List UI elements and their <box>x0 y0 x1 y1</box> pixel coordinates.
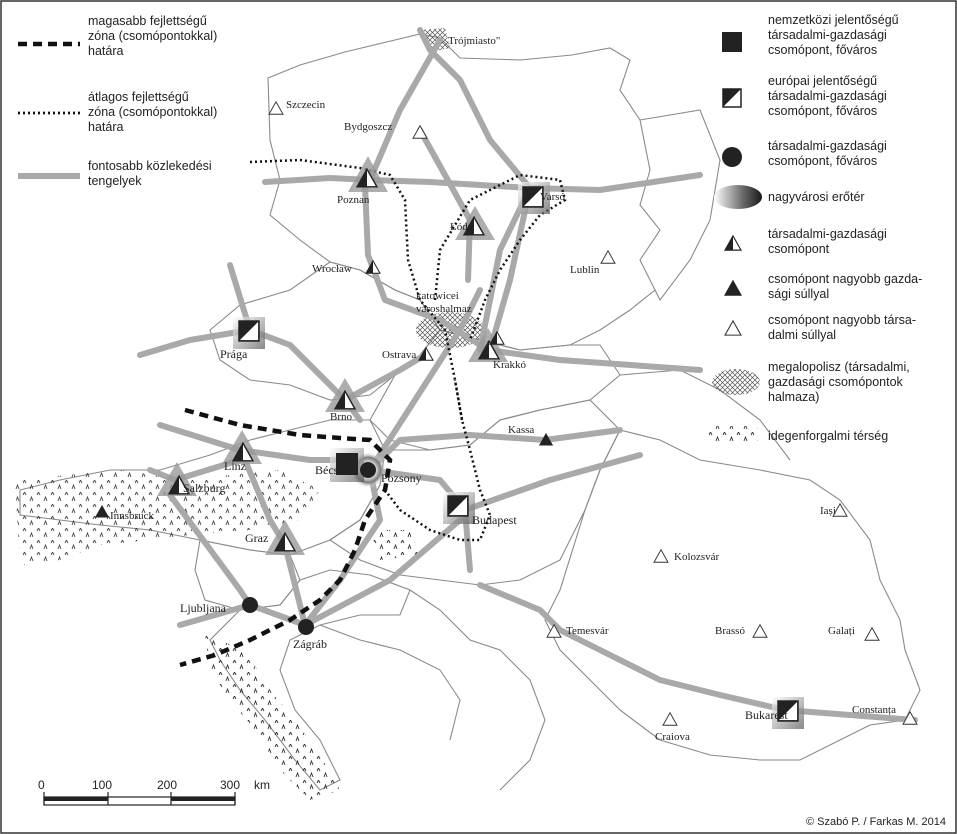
legend-tourism-icon <box>708 426 758 444</box>
legend-tourism-1: idegenforgalmi térség <box>768 429 888 443</box>
legend-avg-zone-1: átlagos fejlettségű <box>88 90 189 104</box>
legend-capital-1: társadalmi-gazdasági <box>768 139 887 153</box>
becs-symbol <box>330 448 364 482</box>
bukarest-symbol <box>772 697 804 729</box>
label-praga: Prága <box>220 347 248 361</box>
label-lodz: Łódź <box>450 221 473 233</box>
brno-symbol <box>325 378 365 412</box>
legend-urban-field-1: nagyvárosi erőtér <box>768 190 865 204</box>
label-katowicei-2: városhalmaz <box>416 303 472 315</box>
scale-label-200: 200 <box>157 778 177 792</box>
city-labels: Trójmiasto" Szczecin Bydgoszcz Poznan Va… <box>110 35 896 743</box>
label-constanta: Constanța <box>852 704 896 716</box>
legend-social-2: dalmi súllyal <box>768 328 836 342</box>
legend-megalopolis-1: megalopolisz (társadalmi, <box>768 360 910 374</box>
praga-symbol <box>233 317 265 349</box>
legend-megalopolis-3: halmaza) <box>768 390 819 404</box>
legend-intl-2: társadalmi-gazdasági <box>768 28 887 42</box>
legend-capital-2: csomópont, főváros <box>768 154 877 168</box>
label-temesvar: Temesvár <box>566 625 609 637</box>
legend-high-zone-2: zóna (csomópontokkal) <box>88 29 217 43</box>
poznan-symbol <box>348 156 388 192</box>
legend-transport-2: tengelyek <box>88 174 142 188</box>
legend-euro-3: csomópont, főváros <box>768 104 877 118</box>
salzburg-symbol <box>157 462 197 496</box>
legend-euro-2: társadalmi-gazdasági <box>768 89 887 103</box>
label-linz: Linz <box>224 459 246 473</box>
legend-avg-zone-2: zóna (csomópontokkal) <box>88 105 217 119</box>
scale-label-100: 100 <box>92 778 112 792</box>
legend-capital-node-icon <box>722 147 742 167</box>
label-graz: Graz <box>245 531 268 545</box>
legend-urban-field-icon <box>714 185 762 209</box>
map-credit: © Szabó P. / Farkas M. 2014 <box>806 816 946 828</box>
varso-symbol <box>518 182 550 214</box>
scale-label-300: 300 <box>220 778 240 792</box>
label-budapest: Budapest <box>472 513 517 527</box>
label-poznan: Poznan <box>337 194 370 206</box>
scale-unit: km <box>254 778 270 792</box>
budapest-symbol <box>443 492 475 524</box>
label-bydgoszcz: Bydgoszcz <box>344 121 392 133</box>
legend-high-zone-3: határa <box>88 44 123 58</box>
label-lublin: Lublin <box>570 264 600 276</box>
pozsony-symbol <box>360 462 376 478</box>
label-brno: Brno <box>330 411 353 423</box>
legend-megalopolis-2: gazdasági csomópontok <box>768 375 904 389</box>
label-szczecin: Szczecin <box>286 99 326 111</box>
lodz-symbol <box>455 206 495 240</box>
city-symbols <box>95 101 918 729</box>
legend-megalopolis-icon <box>712 369 760 395</box>
label-innsbruck: Innsbruck <box>110 510 154 522</box>
legend-right: nemzetközi jelentőségű társadalmi-gazdas… <box>708 13 922 444</box>
label-salzburg: Salzburg <box>183 481 225 495</box>
label-brasso: Brassó <box>715 625 745 637</box>
label-varso: Varsó <box>540 191 566 203</box>
zagrab-symbol <box>298 619 314 635</box>
label-katowicei-1: katowicei <box>416 290 459 302</box>
ljubljana-symbol <box>242 597 258 613</box>
legend-left: magasabb fejlettségű zóna (csomópontokka… <box>18 14 217 188</box>
legend-social-1: csomópont nagyobb társa- <box>768 313 916 327</box>
label-zagrab: Zágráb <box>293 637 327 651</box>
label-trojmiasto: Trójmiasto" <box>448 35 500 47</box>
legend-node-1: társadalmi-gazdasági <box>768 227 887 241</box>
legend-econ-2: sági súllyal <box>768 287 829 301</box>
tourism-regions <box>15 470 420 800</box>
legend-euro-node-icon <box>722 88 742 108</box>
legend-intl-node-icon <box>722 32 742 52</box>
legend-high-zone-1: magasabb fejlettségű <box>88 14 207 28</box>
krakko-symbol <box>468 328 508 362</box>
scale-label-0: 0 <box>38 778 45 792</box>
legend-intl-1: nemzetközi jelentőségű <box>768 13 899 27</box>
graz-symbol <box>265 520 305 555</box>
scale-bar: 0 100 200 300 km <box>38 778 270 806</box>
label-krakko: Krakkó <box>493 359 526 371</box>
label-pozsony: Pozsony <box>381 471 422 485</box>
legend-avg-zone-3: határa <box>88 120 123 134</box>
zone-borders <box>179 158 567 668</box>
label-becs: Bécs <box>315 463 339 477</box>
label-craiova: Craiova <box>655 731 690 743</box>
label-wroclaw: Wrocław <box>312 263 352 275</box>
label-bukarest: Bukarest <box>745 708 788 722</box>
label-ostrava: Ostrava <box>382 349 416 361</box>
label-kolozsvar: Kolozsvár <box>674 551 720 563</box>
label-kassa: Kassa <box>508 424 534 436</box>
legend-node-2: csomópont <box>768 242 830 256</box>
legend-intl-3: csomópont, főváros <box>768 43 877 57</box>
legend-transport-1: fontosabb közlekedési <box>88 159 212 173</box>
legend-econ-1: csomópont nagyobb gazda- <box>768 272 922 286</box>
linz-symbol <box>222 430 262 464</box>
label-galati: Galați <box>828 625 855 637</box>
label-iasi: Iași <box>820 505 836 517</box>
label-ljubljana: Ljubljana <box>180 601 227 615</box>
legend-euro-1: európai jelentőségű <box>768 74 877 88</box>
